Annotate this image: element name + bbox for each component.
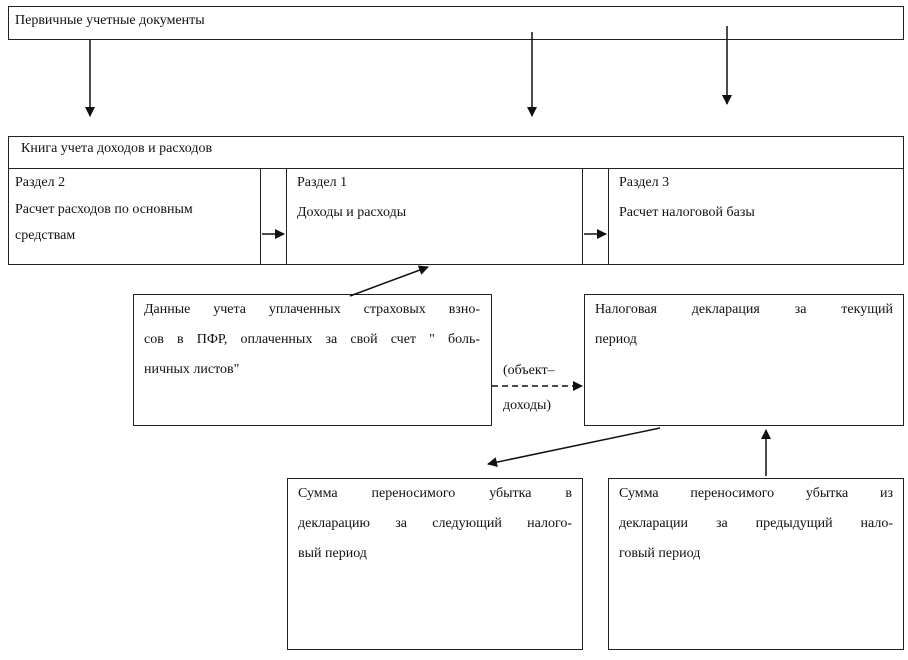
primary-documents-box: Первичные учетные документы xyxy=(8,6,904,40)
section-2-heading: Раздел 2 xyxy=(15,175,66,190)
object-label-line-2: доходы) xyxy=(503,398,552,413)
loss-prev-period-box: Сумма переносимого убытка из декларации … xyxy=(608,478,904,650)
arrow-declaration-to-loss-next xyxy=(487,427,661,468)
loss-next-line-2: декларацию за следующий налого- xyxy=(298,516,572,531)
connector-cell-2 xyxy=(582,168,610,265)
contributions-line-3: ничных листов" xyxy=(144,362,240,377)
declaration-line-2: период xyxy=(595,332,637,347)
contributions-line-1: Данные учета уплаченных страховых взно- xyxy=(144,302,480,317)
section-3-box: Раздел 3 Расчет налоговой базы xyxy=(608,168,904,265)
contributions-line-2: сов в ПФР, оплаченных за свой счет " бол… xyxy=(144,332,480,347)
declaration-line-1: Налоговая декларация за текущий xyxy=(595,302,893,317)
arrow-contributions-to-section1 xyxy=(349,265,429,297)
connector-cell-1 xyxy=(260,168,288,265)
primary-documents-label: Первичные учетные документы xyxy=(15,13,205,28)
loss-prev-line-1: Сумма переносимого убытка из xyxy=(619,486,893,501)
section-3-heading: Раздел 3 xyxy=(619,175,670,190)
contributions-box: Данные учета уплаченных страховых взно- … xyxy=(133,294,492,426)
section-1-heading: Раздел 1 xyxy=(297,175,348,190)
loss-next-line-1: Сумма переносимого убытка в xyxy=(298,486,572,501)
section-1-box: Раздел 1 Доходы и расходы xyxy=(286,168,584,265)
loss-next-line-3: вый период xyxy=(298,546,367,561)
loss-prev-line-2: декларации за предыдущий нало- xyxy=(619,516,893,531)
section-2-text: Расчет расходов по основным средствам xyxy=(15,202,193,243)
section-2-box: Раздел 2 Расчет расходов по основным сре… xyxy=(8,168,262,265)
section-3-text: Расчет налоговой базы xyxy=(619,205,755,220)
declaration-box: Налоговая декларация за текущий период xyxy=(584,294,904,426)
ledger-title: Книга учета доходов и расходов xyxy=(21,141,213,156)
loss-prev-line-3: говый период xyxy=(619,546,701,561)
object-label-line-1: (объект– xyxy=(503,363,555,378)
section-1-text: Доходы и расходы xyxy=(297,205,407,220)
ledger-title-box: Книга учета доходов и расходов xyxy=(8,136,904,170)
loss-next-period-box: Сумма переносимого убытка в декларацию з… xyxy=(287,478,583,650)
